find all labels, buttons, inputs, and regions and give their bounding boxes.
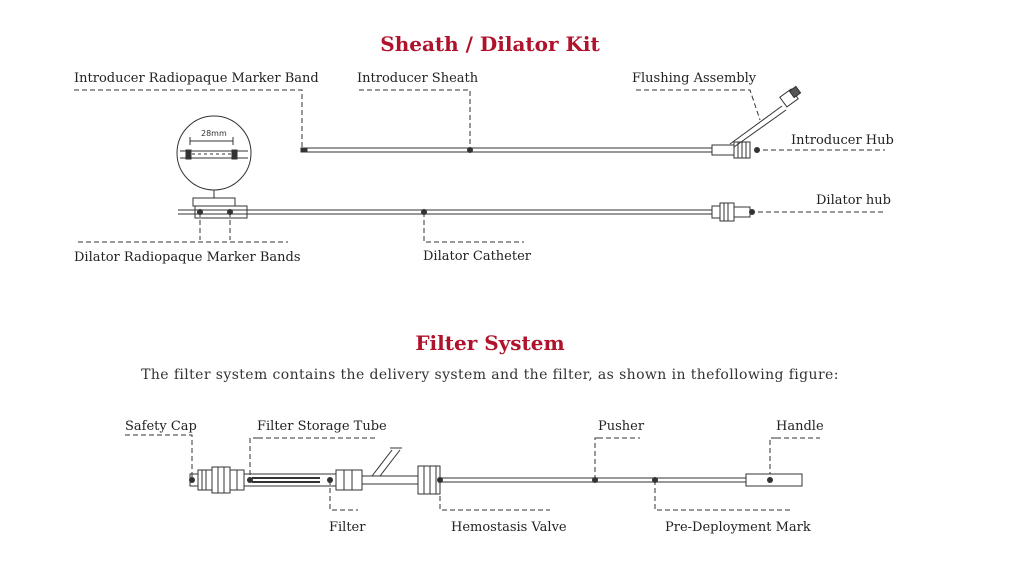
magnifier-measure-label: 28mm — [201, 129, 227, 138]
dilator-drawing — [178, 202, 751, 222]
sheath-kit-callouts — [74, 89, 885, 243]
label-introducer-hub: Introducer Hub — [791, 133, 894, 148]
label-pre-deployment-mark: Pre-Deployment Mark — [665, 520, 811, 535]
introducer-sheath-drawing — [300, 85, 802, 159]
label-dilator-hub: Dilator hub — [816, 193, 891, 208]
label-introducer-marker-band: Introducer Radiopaque Marker Band — [74, 71, 319, 86]
label-filter: Filter — [329, 520, 366, 535]
label-dilator-catheter: Dilator Catheter — [423, 249, 532, 264]
label-handle: Handle — [776, 419, 824, 434]
marker-band-magnifier — [176, 115, 252, 207]
label-dilator-marker-bands: Dilator Radiopaque Marker Bands — [74, 250, 301, 265]
label-hemostasis-valve: Hemostasis Valve — [451, 520, 567, 535]
label-introducer-sheath: Introducer Sheath — [357, 71, 479, 86]
filter-system-callouts — [125, 434, 820, 511]
filter-system-description: The filter system contains the delivery … — [141, 367, 839, 383]
label-filter-storage-tube: Filter Storage Tube — [257, 419, 387, 434]
filter-system-title: Filter System — [415, 331, 565, 355]
label-safety-cap: Safety Cap — [125, 419, 197, 434]
sheath-kit-title: Sheath / Dilator Kit — [380, 32, 600, 56]
label-pusher: Pusher — [598, 419, 645, 434]
label-flushing-assembly: Flushing Assembly — [632, 71, 757, 86]
filter-system-drawing — [189, 447, 803, 495]
